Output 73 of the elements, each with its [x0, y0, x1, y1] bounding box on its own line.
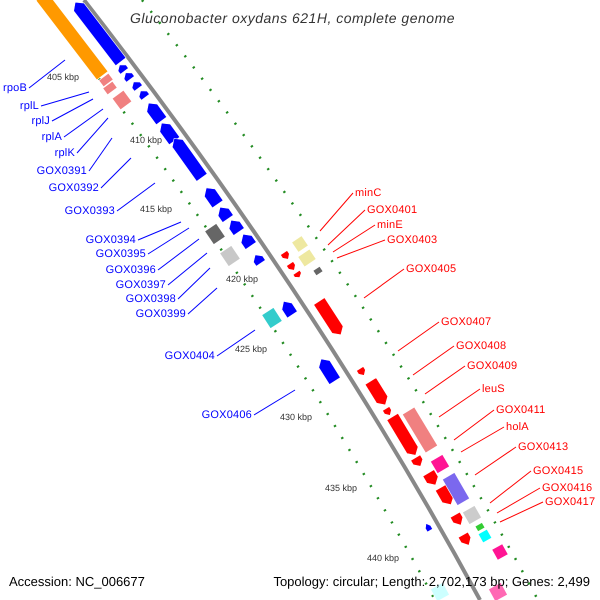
gene-label: rplL	[20, 99, 39, 113]
leader-line	[168, 252, 208, 286]
gene-label: GOX0406	[202, 408, 252, 422]
gene-label: GOX0399	[136, 307, 186, 321]
leader-line	[332, 224, 376, 252]
gene-label: GOX0411	[496, 403, 546, 417]
gene-label: GOX0394	[86, 233, 136, 247]
leader-line	[76, 118, 108, 154]
leader-line	[148, 228, 190, 254]
scale-label: 425 kbp	[235, 344, 268, 355]
leader-line	[424, 366, 466, 394]
gene-label: GOX0391	[36, 164, 87, 178]
leader-line	[336, 240, 386, 258]
leader-line	[100, 158, 132, 188]
leader-line	[254, 390, 296, 416]
info-text: Accession: NC_006677	[9, 574, 145, 590]
leader-line	[454, 410, 494, 440]
leader-line	[138, 222, 182, 240]
gene-label: GOX0413	[518, 440, 568, 454]
gene-label: GOX0409	[467, 359, 518, 373]
leader-line	[474, 446, 516, 476]
gene-label: leuS	[482, 382, 505, 396]
gene-label: rpoB	[2, 81, 27, 95]
info-text: Topology: circular; Length: 2,702,173 bp; Genes: 2,499	[273, 574, 590, 590]
leader-line	[188, 288, 218, 314]
gene-label: GOX0398	[126, 292, 176, 306]
leader-line	[500, 502, 544, 522]
gene-label: rplK	[54, 146, 75, 160]
gene-label: GOX0392	[48, 181, 99, 195]
leader-line	[216, 330, 256, 356]
scale-label: 430 kbp	[280, 412, 312, 423]
gene-label: minC	[355, 186, 382, 200]
gene-label: GOX0417	[545, 495, 596, 509]
scale-label: 415 kbp	[140, 204, 172, 215]
gene-label: GOX0396	[106, 263, 156, 277]
leader-line	[398, 322, 440, 352]
leader-line	[88, 138, 112, 172]
leader-line	[496, 488, 540, 514]
leader-line	[320, 192, 354, 232]
gene-label: GOX0408	[456, 339, 506, 353]
gene-label: GOX0395	[96, 247, 146, 261]
gene-label: GOX0403	[387, 233, 438, 247]
gene-label: GOX0415	[533, 464, 584, 478]
gene-label: GOX0404	[164, 349, 215, 363]
gene-label: GOX0401	[367, 203, 418, 217]
chart-title: Gluconobacter oxydans 621H, complete genome	[130, 9, 456, 28]
leader-line	[64, 108, 104, 138]
gene-label: GOX0405	[406, 262, 456, 276]
leader-line	[116, 182, 156, 212]
leader-line	[52, 98, 94, 122]
leader-line	[28, 60, 66, 88]
leader-line	[158, 238, 200, 270]
gene-label: minE	[377, 218, 403, 232]
leader-line	[412, 346, 454, 376]
gene-label: rplA	[42, 130, 62, 144]
gene-label: GOX0393	[64, 204, 115, 218]
gene-label: rplJ	[31, 114, 50, 128]
leader-line	[490, 470, 532, 504]
scale-label: 410 kbp	[130, 135, 162, 146]
leader-line	[40, 92, 90, 106]
leader-line	[328, 210, 366, 246]
gene-label: GOX0397	[116, 278, 166, 292]
scale-label: 420 kbp	[226, 274, 258, 285]
gene-label: GOX0407	[441, 315, 492, 329]
leader-line	[438, 388, 480, 418]
leader-line	[364, 268, 404, 298]
gene-label: holA	[506, 420, 529, 434]
leader-line	[178, 268, 210, 300]
scale-label: 435 kbp	[325, 483, 358, 494]
leader-line	[460, 426, 504, 452]
scale-label: 440 kbp	[367, 553, 400, 564]
scale-label: 405 kbp	[47, 72, 80, 83]
gene-label: GOX0416	[542, 481, 592, 495]
